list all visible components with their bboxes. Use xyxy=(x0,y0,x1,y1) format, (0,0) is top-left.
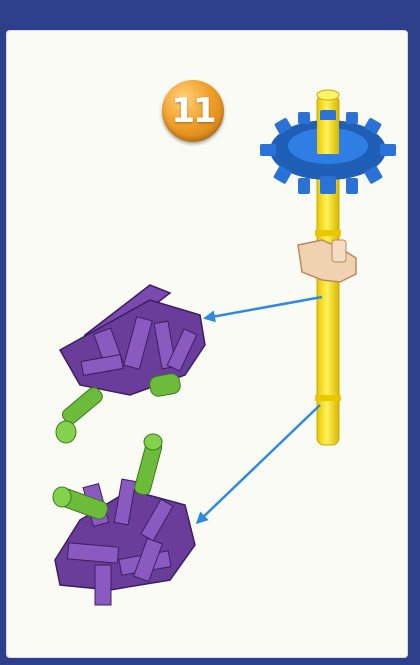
purple-piece-upper xyxy=(56,285,205,443)
arrow-lower xyxy=(198,405,320,522)
tan-connector xyxy=(298,240,356,282)
arrow-upper xyxy=(206,297,322,318)
purple-piece-lower xyxy=(53,434,195,605)
blue-gear xyxy=(260,110,396,194)
